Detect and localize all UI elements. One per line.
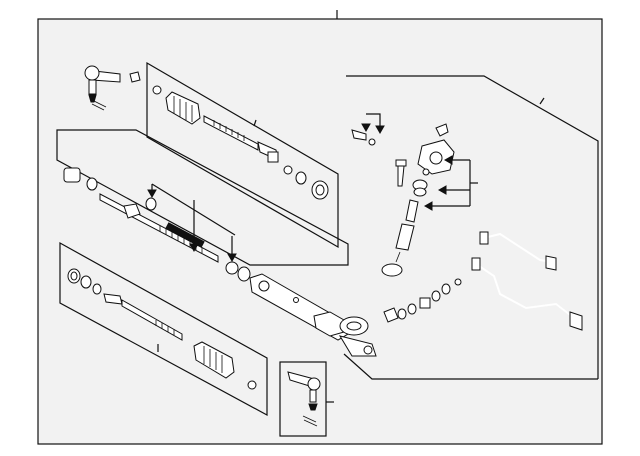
inner-tie-rod-upper: [203, 115, 279, 163]
bolt-callout: [351, 113, 385, 146]
nut-upper: [129, 71, 141, 83]
tie-rod-end-upper: [84, 65, 121, 111]
inner-tie-rod-lower: [103, 293, 183, 352]
valve-panel-leader: [539, 97, 545, 105]
port-fittings: [383, 278, 462, 323]
rack-housing: [249, 273, 377, 357]
rack-callouts: [145, 183, 251, 282]
housing-panel-line: [343, 353, 598, 380]
valve-callout: [423, 155, 478, 211]
pressure-line-lower: [471, 257, 583, 331]
valve-bolt: [395, 159, 407, 187]
valve-panel: [346, 75, 599, 379]
pressure-line-upper: [479, 231, 557, 271]
tie-rod-end-lower-box: [279, 361, 327, 437]
boot-upper: [152, 85, 201, 125]
rings-upper: [283, 165, 329, 200]
inner-tie-rod-panel-lower: [59, 241, 268, 417]
boot-lower: [193, 341, 257, 390]
pinion-shaft: [381, 199, 419, 277]
tie-rod-end-lower: [287, 371, 321, 427]
inner-tie-rod-panel-upper: [146, 61, 339, 249]
rack-rings-left: [63, 167, 98, 191]
diagram-frame: [37, 18, 603, 445]
rings-lower: [67, 268, 102, 295]
rack-panel: [56, 129, 349, 266]
pinion-seals: [412, 179, 428, 197]
valve-body: [417, 123, 455, 176]
